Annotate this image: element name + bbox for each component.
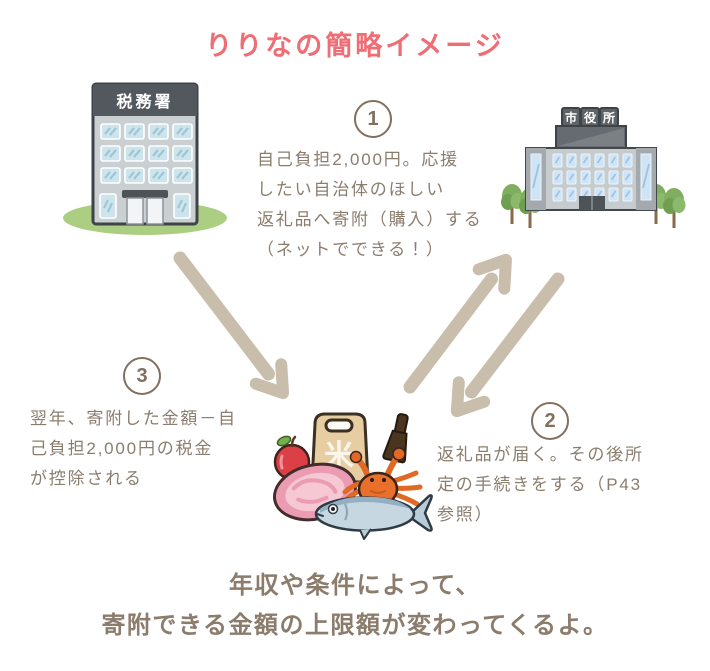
footer-line-2: 寄附できる金額の上限額が変わってくるよ。 [101,612,609,639]
page-title: りりなの簡略イメージ [205,31,505,61]
city-hall-sign-char: 市 [565,110,577,125]
step-2-line: 参照） [437,505,494,524]
step-1-badge: 1 [354,100,392,138]
step-1-line: 自己負担2,000円。応援 [257,150,459,169]
city-hall-illustration: 市 役 所 [501,107,686,228]
fish [314,494,433,540]
tax-office-sign-label: 税務署 [116,92,173,111]
step-2-badge: 2 [531,402,569,440]
city-hall-sign-char: 役 [583,110,597,125]
city-hall-sign-char: 所 [602,111,615,125]
entrance-door [126,197,144,225]
entrance-lintel [122,190,168,198]
step-3-description: 翌年、寄附した金額－自 己負担2,000円の税金 が控除される [30,404,275,494]
step-1-line: したい自治体のほしい [257,180,445,199]
step-2-line: 返礼品が届く。その後所 [437,445,644,464]
footer-line-1: 年収や条件によって、 [229,572,481,599]
arrow-cityhall-to-gift [450,272,565,418]
step-1-line: （ネットでできる！） [257,240,445,259]
footer-note: 年収や条件によって、 寄附できる金額の上限額が変わってくるよ。 [0,566,710,646]
step-1-description: 自己負担2,000円。応援 したい自治体のほしい 返礼品へ寄附（購入）する （ネ… [257,145,502,265]
step-2-description: 返礼品が届く。その後所 定の手続きをする（P43 参照） [437,440,692,530]
step-3-line: が控除される [30,469,143,488]
return-gift-illustration: 米 [273,412,433,540]
arrow-gift-to-cityhall [403,253,512,394]
step-3-line: 翌年、寄附した金額－自 [30,409,237,428]
tax-office-illustration: 税務署 [63,82,227,235]
step-3-line: 己負担2,000円の税金 [30,439,214,458]
arrow-taxoffice-to-gift [173,251,290,400]
step-2-line: 定の手続きをする（P43 [437,475,642,494]
city-hall-building: 市 役 所 [525,107,657,211]
step-1-line: 返礼品へ寄附（購入）する [257,210,483,229]
step-3-badge: 3 [123,357,161,395]
